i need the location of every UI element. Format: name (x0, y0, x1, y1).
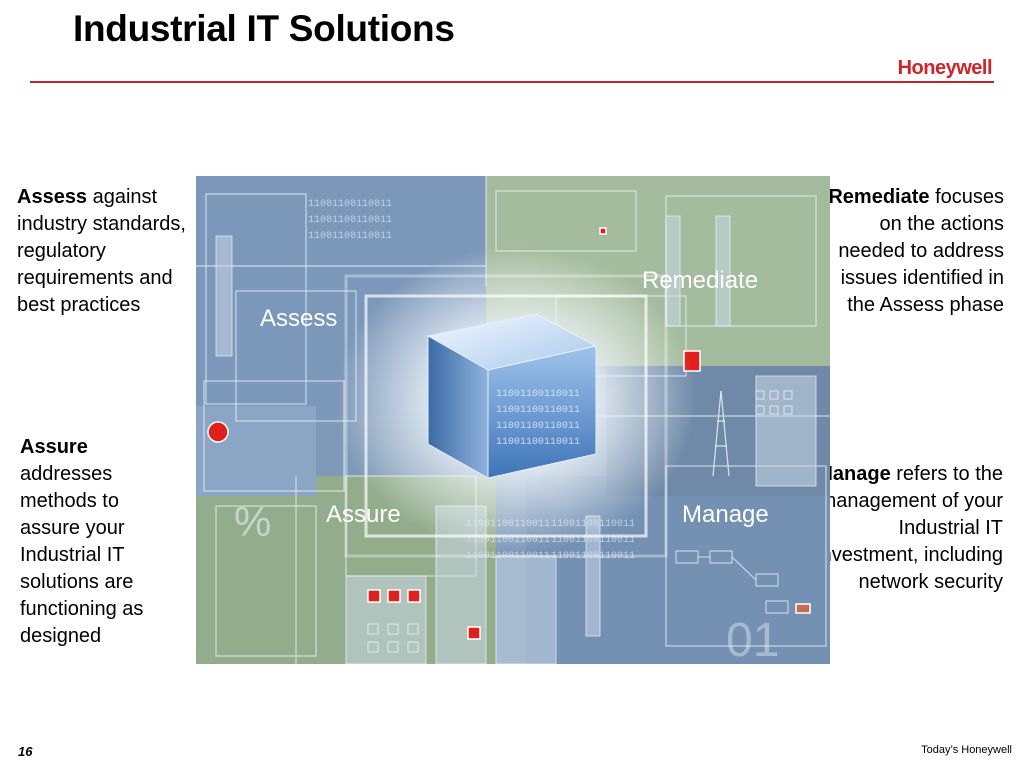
manage-label: Manage (682, 501, 769, 528)
assess-heading: Assess (17, 186, 88, 208)
slide-title: Industrial IT Solutions (73, 8, 455, 49)
manage-description: Manage refers to the management of your … (803, 461, 1003, 596)
data-cube (426, 313, 598, 479)
red-indicator-icon (407, 589, 421, 603)
red-indicator-icon (367, 589, 381, 603)
svg-text:11001100110011: 11001100110011 (308, 199, 392, 210)
illustration-svg: 11001100110011 11001100110011 1100110011… (196, 176, 830, 664)
red-indicator-icon (599, 227, 607, 235)
percent-glyph: % (234, 498, 271, 545)
remediate-heading: Remediate (828, 186, 930, 208)
assure-heading: Assure (20, 436, 88, 458)
svg-text:11001100110011: 11001100110011 (308, 215, 392, 226)
building (345, 575, 427, 664)
remediate-description: Remediate focuses on the actions needed … (824, 184, 1004, 319)
page-number: 16 (18, 744, 33, 759)
remediate-body: focuses on the actions needed to address… (838, 186, 1004, 316)
svg-text:11001100110011: 11001100110011 (496, 437, 580, 448)
footer-text: Today’s Honeywell (921, 744, 1012, 756)
manage-body: refers to the management of your Industr… (816, 463, 1003, 593)
svg-text:11001100110011: 11001100110011 (496, 389, 580, 400)
assure-description: Assure addresses methods to assure your … (20, 434, 180, 650)
manage-heading: Manage (816, 463, 891, 485)
svg-text:11001100110011: 11001100110011 (496, 421, 580, 432)
assess-label: Assess (260, 305, 337, 332)
red-indicator-icon (795, 603, 811, 614)
lifecycle-illustration: 11001100110011 11001100110011 1100110011… (196, 176, 830, 664)
svg-text:11001100110011: 11001100110011 (496, 405, 580, 416)
binary-glyph: 01 (726, 614, 779, 664)
red-indicator-icon (467, 626, 481, 640)
assure-body: addresses methods to assure your Industr… (20, 463, 144, 647)
red-indicator-icon (387, 589, 401, 603)
assure-label: Assure (326, 501, 401, 528)
person-silhouette (215, 235, 233, 357)
assess-description: Assess against industry standards, regul… (17, 184, 187, 319)
assess-body: against industry standards, regulatory r… (17, 186, 186, 316)
red-indicator-icon (207, 421, 229, 443)
title-divider (30, 81, 994, 83)
remediate-label: Remediate (642, 267, 758, 294)
honeywell-logo: Honeywell (897, 57, 993, 79)
